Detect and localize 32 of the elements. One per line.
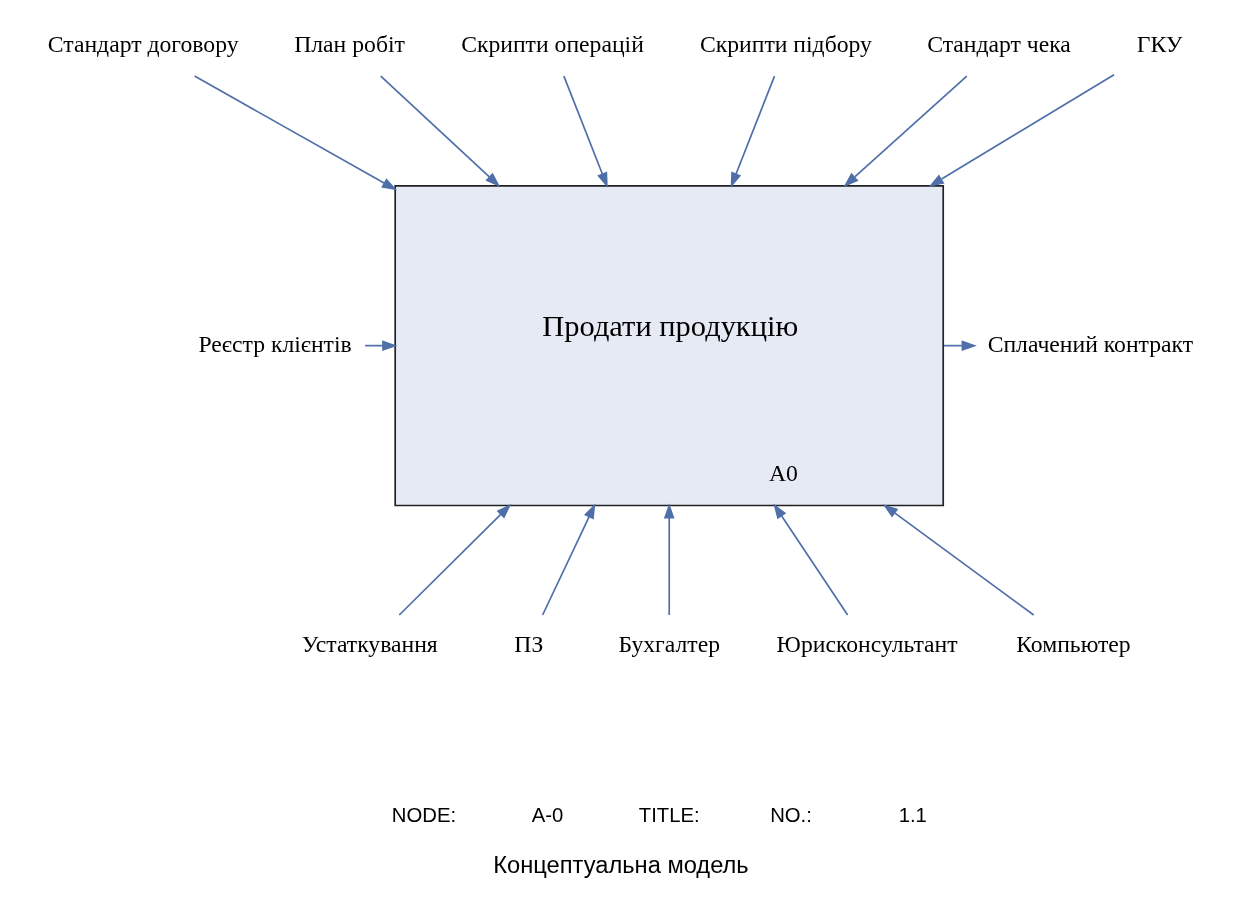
arrow [562, 75, 608, 188]
arrow [663, 503, 675, 616]
node-text: Компьютер [1015, 631, 1131, 658]
label: TITLE: [638, 803, 700, 826]
node-text: План робіт [293, 30, 405, 57]
arrow [843, 75, 968, 187]
node-text: Бухгалтер [617, 631, 720, 658]
diagram-title: Концептуальна модель [492, 851, 749, 878]
arrow [928, 73, 1115, 187]
node-text: Юрисконсультант [776, 631, 958, 658]
label: 1.1 [898, 803, 927, 826]
node-text: Сплачений контракт [987, 330, 1193, 357]
arrow [942, 340, 977, 351]
label: A-0 [531, 803, 563, 826]
arrow [730, 75, 775, 188]
label: NO.: [769, 803, 812, 826]
arrow [193, 75, 397, 191]
node-text: ГКУ [1136, 30, 1183, 57]
node-text: Стандарт чека [926, 30, 1071, 57]
arrow [397, 503, 511, 616]
arrow [379, 75, 500, 187]
arrow [541, 503, 595, 616]
arrow [772, 503, 848, 616]
node-text: Стандарт договору [47, 30, 239, 57]
node-text: ПЗ [513, 631, 543, 658]
node-text: Реєстр клієнтів [197, 330, 352, 357]
node-text: Скрипти операцій [460, 30, 644, 57]
arrow [882, 504, 1035, 616]
node-text: Устаткування [301, 631, 438, 658]
node-box: Продати продукцію A0 [393, 184, 944, 507]
label: NODE: [391, 803, 456, 826]
node-text: Скрипти підбору [699, 30, 872, 57]
